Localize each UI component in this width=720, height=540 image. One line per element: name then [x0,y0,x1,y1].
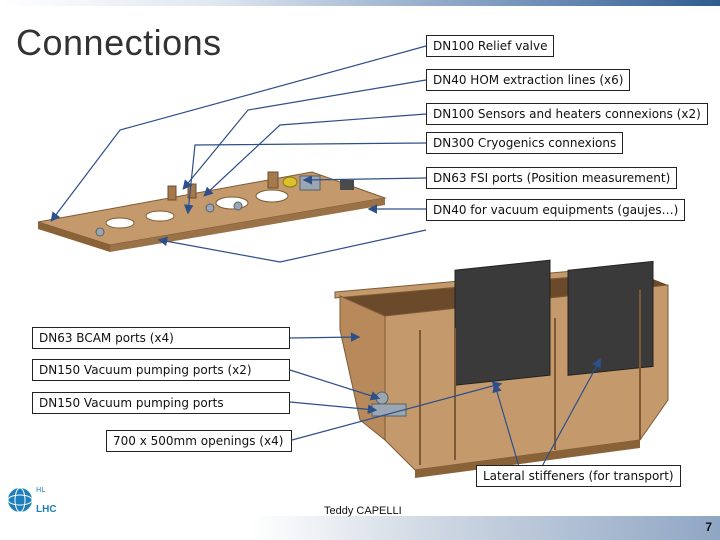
footer-accent-bar [0,516,720,540]
label-vacuum-pumping: DN150 Vacuum pumping ports [32,392,290,414]
label-lateral-stiffeners: Lateral stiffeners (for transport) [476,465,681,487]
page-number: 7 [705,520,712,534]
label-vacuum-equipments: DN40 for vacuum equipments (gaujes…) [426,199,686,221]
author-name: Teddy CAPELLI [324,505,402,517]
cover-plate-illustration [37,171,387,252]
label-cryogenics: DN300 Cryogenics connexions [426,132,624,154]
logo-lhc-text: LHC [36,504,57,515]
leader-lines [50,45,602,471]
globe-icon [7,487,33,513]
hl-lhc-logo: HL LHC [6,484,84,518]
vessel-illustration [334,259,669,478]
label-openings: 700 x 500mm openings (x4) [106,430,292,452]
label-bcam-ports: DN63 BCAM ports (x4) [32,327,290,349]
slide-title: Connections [16,22,222,63]
top-accent-bar [0,0,720,6]
label-sensors-heaters: DN100 Sensors and heaters connexions (x2… [426,103,708,125]
label-hom-lines: DN40 HOM extraction lines (x6) [426,69,631,91]
logo-text: HL [36,486,46,494]
label-vacuum-pumping-x2: DN150 Vacuum pumping ports (x2) [32,359,290,381]
label-relief-valve: DN100 Relief valve [426,35,555,57]
label-fsi-ports: DN63 FSI ports (Position measurement) [426,167,678,189]
